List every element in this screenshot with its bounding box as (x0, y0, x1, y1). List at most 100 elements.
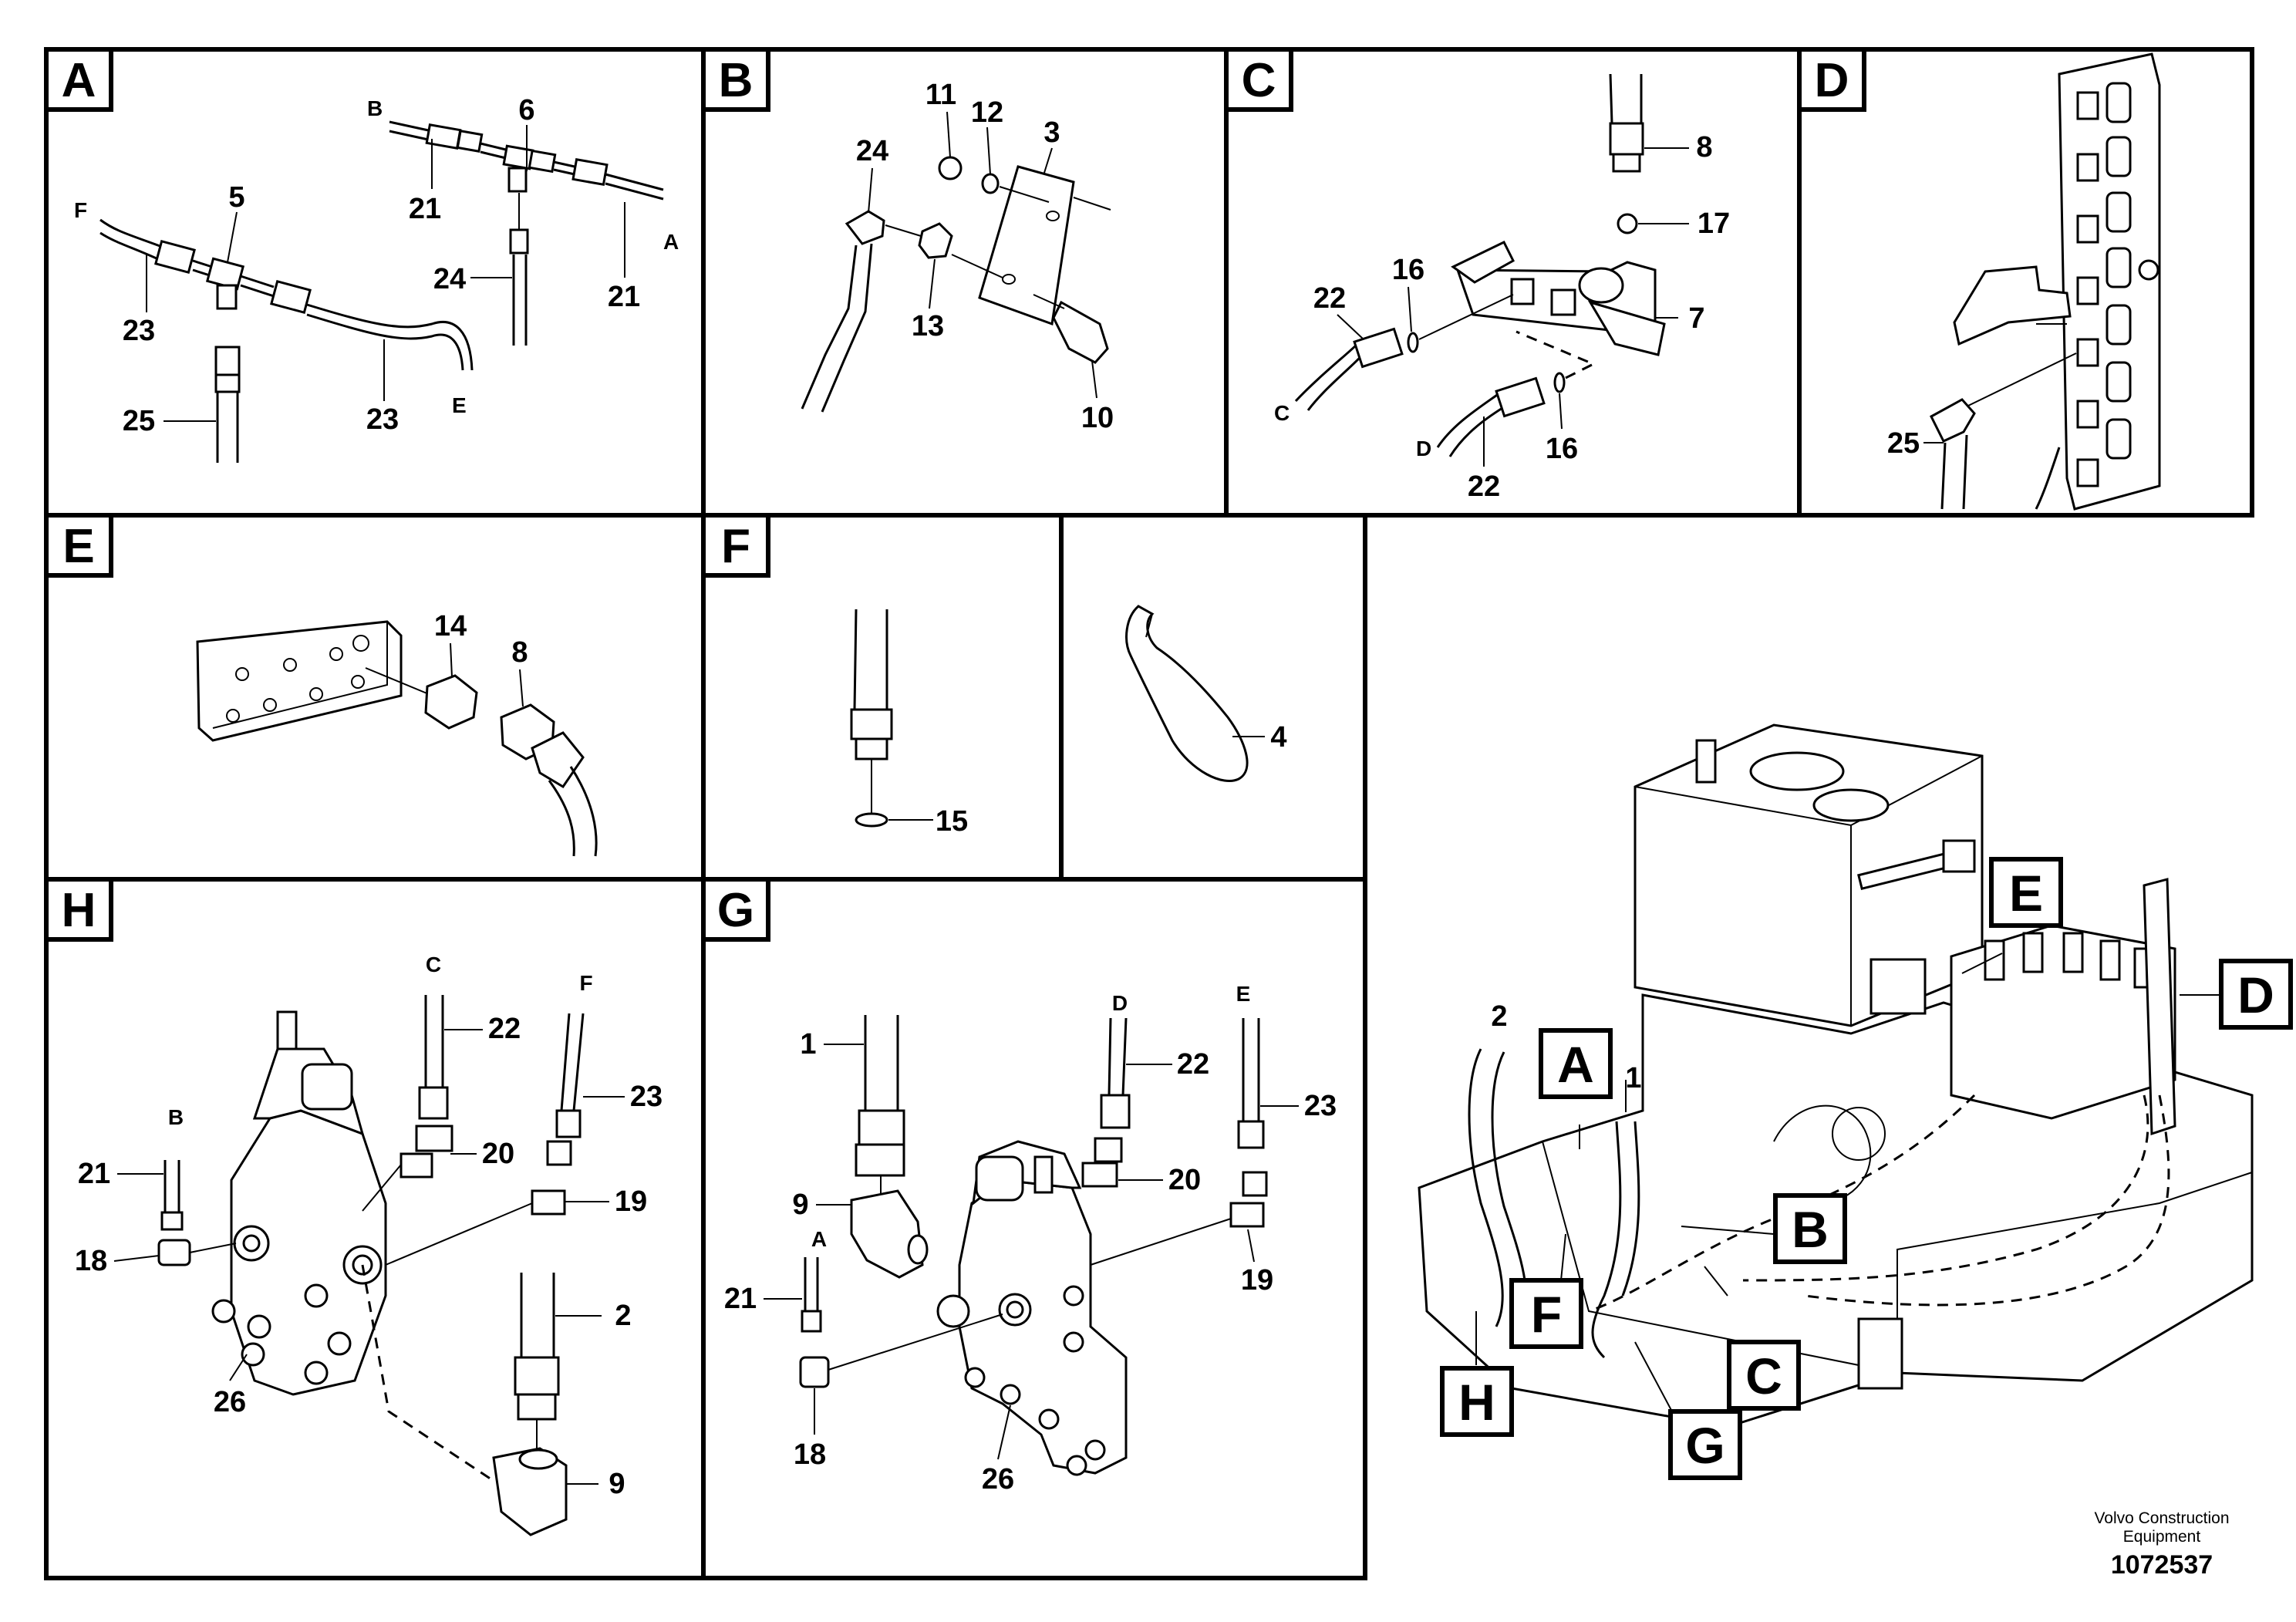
panel-b: B 11 12 3 24 13 10 (701, 47, 1114, 434)
panel-g: G D (701, 877, 1337, 1496)
panel-b-letter: B (719, 54, 754, 107)
panel-g-callout-26: 26 (982, 1463, 1014, 1496)
document-id: 1072537 (2111, 1550, 2213, 1580)
panel-b-callout-10: 10 (1081, 402, 1114, 434)
panel-a: A B 6 5 F 21 24 (44, 47, 679, 463)
panel-c-callout-22a: 22 (1313, 282, 1346, 315)
panel-c-label-d: D (1416, 437, 1431, 460)
panel-a-callout-6: 6 (518, 94, 534, 126)
panel-g-callout-1: 1 (800, 1028, 816, 1061)
panel-b-tab (701, 47, 770, 112)
panel-a-label-f: F (74, 198, 87, 222)
panel-g-tab (701, 877, 770, 942)
panel-h-label-c: C (426, 953, 441, 976)
panel-a-callout-21a: 21 (409, 193, 441, 225)
overview-tag-e (1989, 857, 2063, 928)
panel-a-callout-5: 5 (228, 181, 244, 214)
overview-label-h: H (1458, 1374, 1495, 1431)
panel-h-letter: H (62, 884, 96, 937)
panel-f-tab (701, 513, 770, 578)
overview-tag-h (1440, 1366, 1514, 1437)
panel-g-label-a: A (811, 1227, 827, 1251)
panel-h-callout-9: 9 (609, 1468, 625, 1500)
overview-label-f: F (1531, 1286, 1562, 1343)
panel-b-callout-12: 12 (971, 96, 1003, 129)
overview-tag-c (1727, 1340, 1801, 1411)
panel-f-callout-4: 4 (1270, 721, 1286, 754)
overview-callout-1: 1 (1625, 1062, 1641, 1094)
overview-label-g: G (1685, 1417, 1725, 1474)
panel-c-callout-16b: 16 (1546, 433, 1578, 465)
overview-tag-a (1539, 1028, 1613, 1099)
panel-h-callout-20: 20 (482, 1138, 514, 1170)
overview-label-c: C (1745, 1347, 1782, 1404)
overview-tag-b (1773, 1193, 1847, 1264)
panel-h-callout-22: 22 (488, 1013, 521, 1045)
panel-d-callout-25: 25 (1887, 427, 1920, 460)
overview-machine: E D 2 A 1 B F C H G (1418, 723, 2293, 1480)
panel-g-callout-21: 21 (724, 1283, 757, 1315)
panel-c-callout-7: 7 (1688, 302, 1704, 335)
panel-g-label-e: E (1236, 982, 1251, 1006)
panel-c-callout-22b: 22 (1468, 470, 1500, 503)
panel-c-callout-8: 8 (1696, 131, 1712, 164)
panel-g-callout-23: 23 (1304, 1090, 1337, 1122)
panel-g-callout-20: 20 (1168, 1164, 1201, 1196)
panel-d-ports (2076, 82, 2159, 487)
panel-e-letter: E (62, 520, 94, 573)
panel-c-tab (1224, 47, 1293, 112)
panel-h-callout-19: 19 (615, 1185, 647, 1218)
panel-h: H (44, 877, 663, 1536)
panel-a-label-e: E (452, 393, 467, 417)
panel-h-label-f: F (579, 971, 592, 995)
panel-d: D 25 (1797, 47, 2161, 511)
watermark: Volvo Construction Equipment 1072537 (2094, 1509, 2229, 1580)
panel-e: E 14 8 (44, 513, 598, 857)
panel-c-callout-16a: 16 (1392, 254, 1424, 286)
panel-e-callout-8: 8 (511, 636, 528, 669)
panel-c-callout-17: 17 (1698, 207, 1730, 240)
panel-f-letter: F (721, 520, 750, 573)
panel-c-label-c: C (1274, 401, 1290, 425)
panel-g-letter: G (717, 884, 754, 937)
panel-g-callout-19: 19 (1241, 1264, 1273, 1297)
panel-b-callout-3: 3 (1043, 116, 1060, 149)
panel-h-callout-18: 18 (75, 1245, 107, 1277)
panel-c-letter: C (1242, 54, 1276, 107)
overview-tag-g (1668, 1409, 1742, 1480)
watermark-line1: Volvo Construction (2094, 1509, 2229, 1527)
panel-c: C 8 17 16 22 7 C D 22 (1224, 47, 1730, 503)
panel-b-callout-13: 13 (912, 310, 944, 342)
panel-g-callout-22: 22 (1177, 1048, 1209, 1081)
panel-f-callout-15: 15 (936, 805, 968, 838)
overview-label-e: E (2009, 865, 2043, 922)
overview-tag-f (1509, 1278, 1583, 1349)
panel-a-tab (44, 47, 113, 112)
panel-f: F 15 4 (701, 513, 1287, 838)
panel-a-label-b: B (367, 96, 383, 120)
panel-h-label-b: B (168, 1105, 184, 1129)
panel-e-callout-14: 14 (434, 610, 467, 642)
overview-tag-d (2219, 959, 2293, 1030)
watermark-line2: Equipment (2123, 1528, 2201, 1546)
overview-label-d: D (2237, 966, 2274, 1023)
panel-a-callout-25: 25 (123, 405, 155, 437)
panel-e-tab (44, 513, 113, 578)
panel-h-callout-23: 23 (630, 1081, 663, 1113)
panel-g-callout-9: 9 (792, 1189, 808, 1221)
panel-a-callout-23b: 23 (366, 403, 399, 436)
overview-label-b: B (1792, 1201, 1829, 1258)
panel-d-tab (1797, 47, 1866, 112)
panel-g-callout-18: 18 (794, 1438, 826, 1471)
overview-label-a: A (1557, 1036, 1594, 1093)
panel-a-letter: A (62, 54, 96, 107)
panel-a-label-a: A (663, 230, 679, 254)
panel-b-callout-11: 11 (925, 79, 956, 111)
panel-a-callout-21b: 21 (608, 281, 640, 313)
panel-g-label-d: D (1112, 991, 1128, 1015)
panel-h-tab (44, 877, 113, 942)
panel-a-callout-23a: 23 (123, 315, 155, 347)
overview-callout-2: 2 (1491, 1000, 1507, 1033)
panel-h-callout-26: 26 (214, 1386, 246, 1418)
